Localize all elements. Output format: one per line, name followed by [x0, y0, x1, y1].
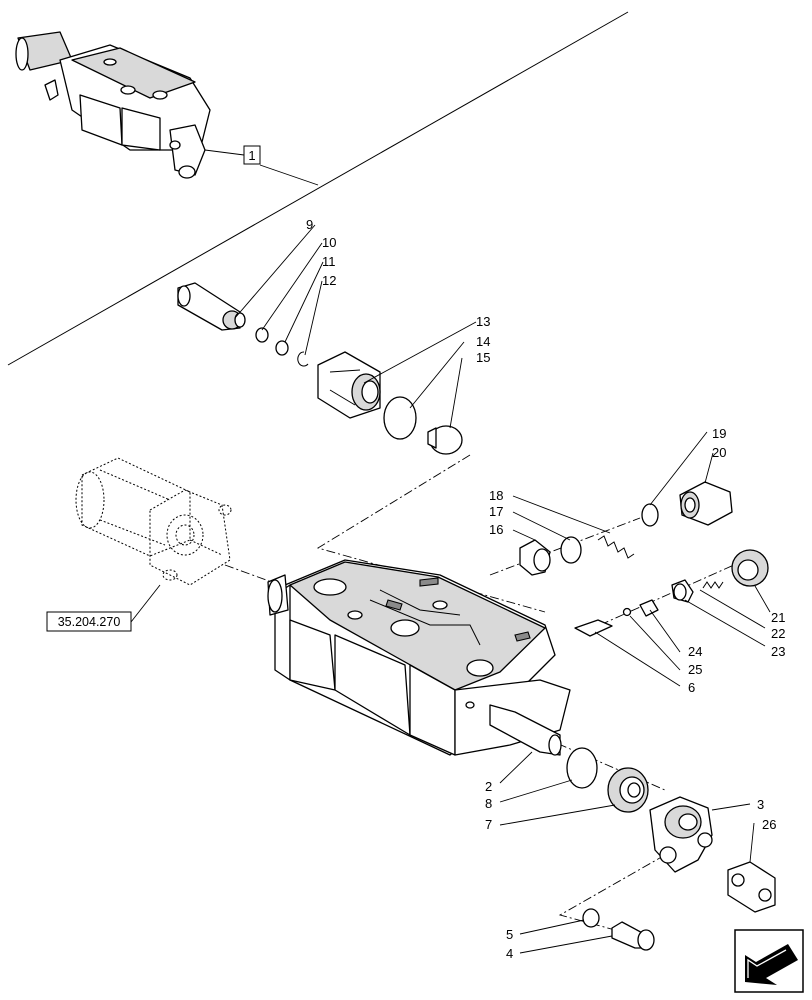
callout-22: 22: [771, 626, 785, 641]
callout-8: 8: [485, 796, 492, 811]
callout-19: 19: [712, 426, 726, 441]
spool-shaft: [489, 704, 562, 756]
assembly-thumbnail: [15, 31, 211, 179]
callout-26: 26: [762, 817, 776, 832]
reference-box-1: 1: [204, 145, 319, 186]
callout-5: 5: [506, 927, 513, 942]
cross-reference-label: 35.204.270: [58, 615, 121, 629]
callout-2: 2: [485, 779, 492, 794]
callout-6: 6: [688, 680, 695, 695]
reference-box-label: 1: [248, 148, 255, 163]
cross-reference-box: 35.204.270: [46, 584, 161, 632]
callout-13: 13: [476, 314, 490, 329]
cap-screw: [611, 921, 655, 951]
actuator-reference-part: [75, 457, 232, 586]
o-ring-8: [566, 747, 598, 789]
callout-23: 23: [771, 644, 785, 659]
callout-14: 14: [476, 334, 490, 349]
callout-12: 12: [322, 273, 336, 288]
callout-9: 9: [306, 217, 313, 232]
callout-20: 20: [712, 445, 726, 460]
section-divider-line: [7, 11, 629, 366]
callout-15: 15: [476, 350, 490, 365]
seal-plate: [607, 767, 649, 813]
washer: [582, 908, 600, 928]
callout-3: 3: [757, 797, 764, 812]
callout-4: 4: [506, 946, 513, 961]
spool-cap-assembly: [177, 282, 463, 455]
arrow-back-icon[interactable]: [734, 929, 804, 993]
end-cap: [649, 796, 713, 873]
leader-lines: [234, 224, 771, 954]
callout-25: 25: [688, 662, 702, 677]
callout-labels: 9 10 11 12 13 14 15 18 17 16 19 20 21 22…: [306, 217, 785, 961]
chain-link: [727, 861, 776, 913]
callout-21: 21: [771, 610, 785, 625]
callout-7: 7: [485, 817, 492, 832]
callout-24: 24: [688, 644, 702, 659]
detent-parts: [519, 481, 769, 637]
callout-16: 16: [489, 522, 503, 537]
callout-17: 17: [489, 504, 503, 519]
callout-10: 10: [322, 235, 336, 250]
callout-11: 11: [322, 254, 336, 269]
callout-18: 18: [489, 488, 503, 503]
